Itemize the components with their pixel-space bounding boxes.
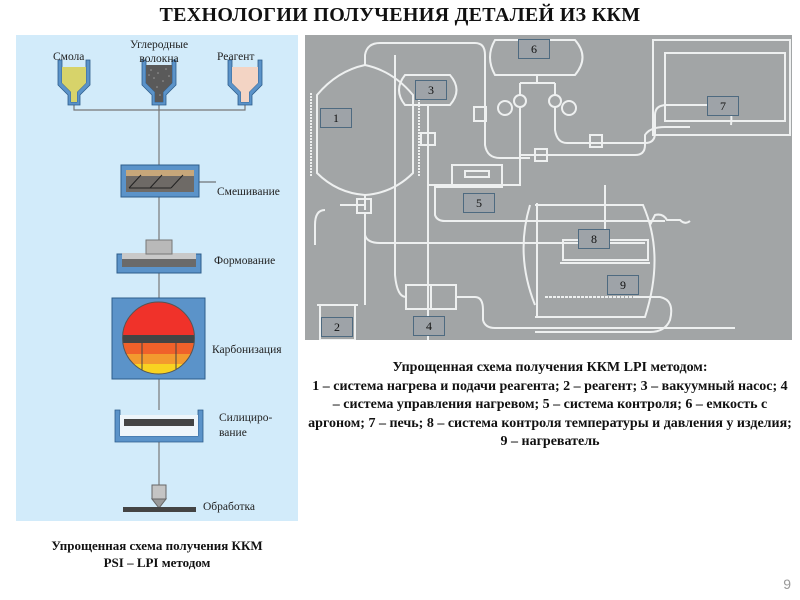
regulator-left bbox=[513, 94, 527, 108]
stage-label-siliconization-line1: Силициро- bbox=[219, 412, 273, 424]
valve-top bbox=[473, 106, 487, 122]
lpi-schematic-svg bbox=[310, 39, 791, 340]
furnace-outer bbox=[652, 39, 791, 136]
lpi-caption-title: Упрощенная схема получения ККМ LPI метод… bbox=[392, 360, 708, 375]
component-label-8: 8 bbox=[578, 229, 610, 249]
page-number: 9 bbox=[783, 576, 791, 592]
component-label-1: 1 bbox=[320, 108, 352, 128]
gauge-right bbox=[561, 100, 577, 116]
regulator-right bbox=[548, 94, 562, 108]
connecting-lines bbox=[73, 103, 246, 485]
input-label-carbon-fiber-line1: Углеродные bbox=[129, 39, 189, 51]
input-label-carbon-fiber-line2: волокна bbox=[139, 53, 179, 65]
valve-argon-2 bbox=[534, 148, 548, 162]
psi-lpi-caption-line1: Упрощенная схема получения ККМ bbox=[51, 538, 263, 553]
input-label-reagent: Реагент bbox=[217, 51, 255, 63]
siliconization-bath bbox=[114, 409, 204, 443]
carbon-fiber-hopper bbox=[141, 59, 177, 106]
psi-lpi-diagram: Смола Углеродные волокна Реагент Смешива… bbox=[16, 35, 298, 521]
stage-label-siliconization-line2: вание bbox=[219, 427, 247, 439]
component-label-4: 4 bbox=[413, 316, 445, 336]
component-label-2: 2 bbox=[321, 317, 353, 337]
stage-label-forming: Формование bbox=[214, 255, 276, 267]
chamber-left-wall bbox=[522, 204, 536, 306]
furnace-inner bbox=[664, 52, 786, 122]
lpi-caption-legend: 1 – система нагрева и подачи реагента; 2… bbox=[308, 378, 792, 450]
gauge-left bbox=[497, 100, 513, 116]
component-label-9: 9 bbox=[607, 275, 639, 295]
mixer bbox=[120, 164, 216, 198]
stage-label-siliconization: Силициро- вание bbox=[219, 411, 272, 441]
argon-tank bbox=[489, 39, 584, 76]
chamber-body bbox=[535, 204, 656, 318]
psi-lpi-caption-line2: PSI – LPI методом bbox=[103, 555, 211, 570]
component-label-5: 5 bbox=[463, 193, 495, 213]
heater-vessel bbox=[316, 63, 414, 197]
slide-title: ТЕХНОЛОГИИ ПОЛУЧЕНИЯ ДЕТАЛЕЙ ИЗ ККМ bbox=[159, 4, 641, 26]
input-label-resin: Смола bbox=[53, 51, 85, 63]
reagent-hopper bbox=[227, 59, 263, 106]
psi-lpi-flow-svg bbox=[57, 59, 263, 512]
valve-argon-1 bbox=[589, 134, 603, 148]
stage-label-mixing: Смешивание bbox=[217, 186, 280, 198]
component-label-3: 3 bbox=[415, 80, 447, 100]
component-label-7: 7 bbox=[707, 96, 739, 116]
forming-press bbox=[116, 239, 202, 274]
stage-label-machining: Обработка bbox=[203, 501, 256, 513]
stage-label-carbonization: Карбонизация bbox=[212, 344, 282, 356]
machining-tool bbox=[123, 484, 196, 512]
vacuum-pump bbox=[398, 74, 458, 106]
lpi-equipment-diagram: 1 2 3 4 5 6 7 8 9 bbox=[305, 35, 792, 340]
carbonization-furnace bbox=[111, 297, 206, 380]
component-label-6: 6 bbox=[518, 39, 550, 59]
resin-hopper bbox=[57, 59, 91, 106]
psi-lpi-caption: Упрощенная схема получения ККМ PSI – LPI… bbox=[16, 537, 298, 571]
lamp bbox=[649, 213, 691, 226]
valve-pump bbox=[420, 132, 436, 146]
input-label-carbon-fiber: Углеродные волокна bbox=[112, 38, 206, 66]
lpi-caption: Упрощенная схема получения ККМ LPI метод… bbox=[308, 359, 792, 452]
control-unit bbox=[451, 164, 503, 188]
schematic-lines bbox=[310, 39, 791, 340]
